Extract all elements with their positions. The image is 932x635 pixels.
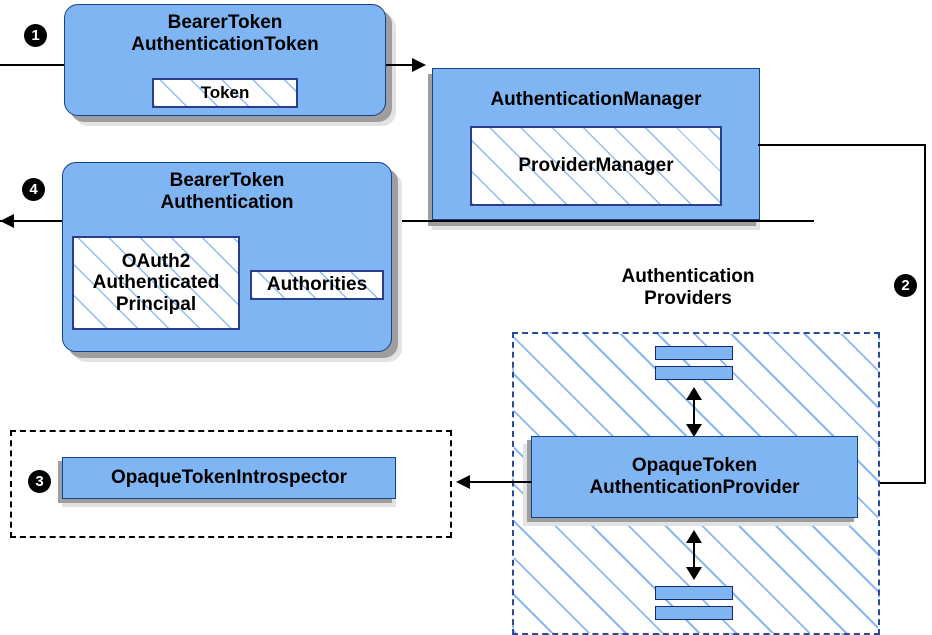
principal-line2: Authenticated [92,272,220,294]
authentication-out-line [0,220,68,222]
double-headed-vertical-arrow-icon-top-shaft [693,394,695,432]
manager-to-provider-vertical-line [924,144,926,483]
step-badge-2: 2 [894,274,917,297]
manager-to-authentication-return-line [396,220,814,222]
stacked-bars-icon-top-bar-1 [655,346,733,360]
double-headed-vertical-arrow-icon-bottom-shaft [693,537,695,575]
node-opaque-token-introspector[interactable]: OpaqueTokenIntrospector [62,457,396,499]
step-badge-1: 1 [24,24,47,47]
node-opaque-token-authentication-provider[interactable]: OpaqueToken AuthenticationProvider [531,436,858,518]
authentication-providers-title-line2: Providers [644,288,732,310]
stacked-bars-icon-bottom-bar-1 [655,586,733,600]
incoming-request-line [0,64,66,66]
authentication-manager-title: AuthenticationManager [490,89,702,110]
step-badge-3: 3 [28,470,51,493]
bearer-token-authentication-token-line1: BearerToken [167,12,283,33]
manager-to-provider-top-line [758,144,926,146]
region-opaque-token-introspector [10,430,452,538]
double-headed-vertical-arrow-icon-top-head-up [686,387,702,400]
authentication-providers-title: Authentication Providers [560,266,816,311]
principal-line1: OAuth2 [121,250,191,272]
double-headed-vertical-arrow-icon-bottom-head-up [686,530,702,543]
stacked-bars-icon-top-bar-2 [655,366,733,380]
step-badge-4: 4 [22,178,45,201]
bearer-token-authentication-line1: BearerToken [169,170,285,191]
arrow-left-icon-to-introspector [456,475,470,489]
double-headed-vertical-arrow-icon-top-head-down [686,424,702,437]
principal-line3: Principal [115,293,197,315]
provider-to-introspector-line [470,481,532,483]
opaque-token-authentication-provider-line2: AuthenticationProvider [589,477,800,498]
compartment-oauth2-authenticated-principal: OAuth2 Authenticated Principal [72,236,240,330]
bearer-token-authentication-line2: Authentication [160,191,294,213]
bearer-token-authentication-token-line2: AuthenticationToken [131,33,319,55]
compartment-authorities: Authorities [250,270,384,300]
arrow-left-icon-authentication-out [0,214,14,228]
authentication-providers-title-line1: Authentication [621,266,755,287]
arrow-right-icon-token-to-manager [412,58,426,72]
double-headed-vertical-arrow-icon-bottom-head-down [686,567,702,580]
token-to-manager-line [386,64,422,66]
stacked-bars-icon-bottom-bar-2 [655,606,733,620]
compartment-token: Token [152,78,298,108]
opaque-token-authentication-provider-line1: OpaqueToken [631,455,758,477]
compartment-provider-manager: ProviderManager [470,126,722,206]
